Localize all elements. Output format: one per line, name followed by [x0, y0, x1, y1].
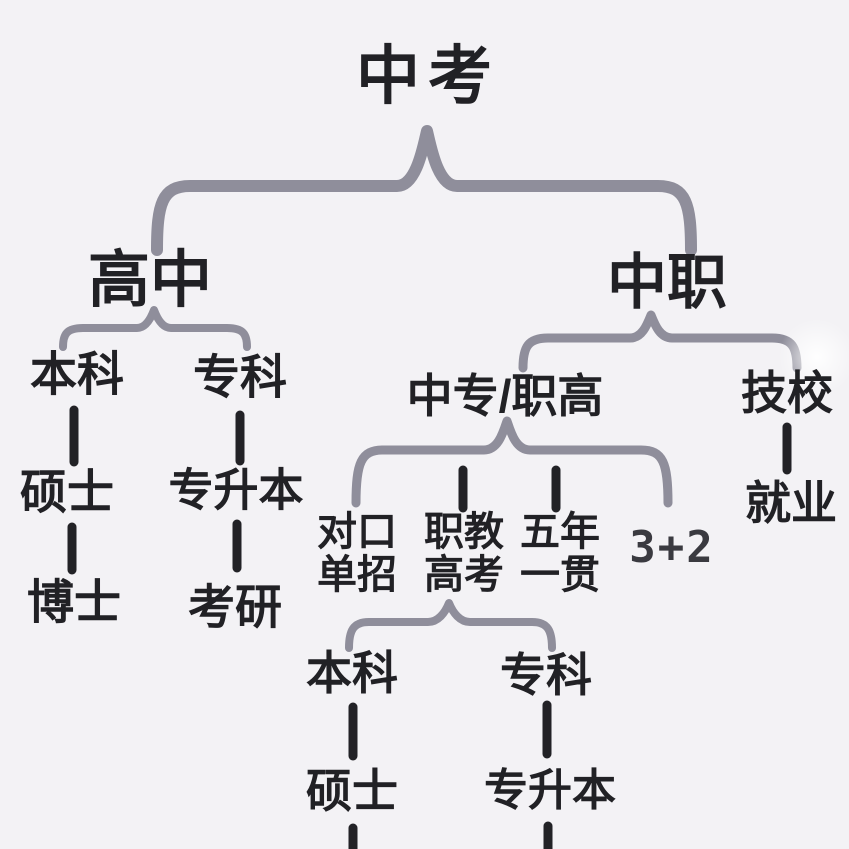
node-zhongzhi-zhuanshengben: 专升本 — [484, 766, 616, 815]
node-wunian-yiguan: 五年 一贯 — [520, 509, 600, 597]
brace-gaozhong-split — [59, 306, 251, 351]
node-gaozhong-kaoyan: 考研 — [188, 580, 282, 634]
node-gaozhong: 高中 — [87, 246, 213, 315]
brace-zhongzhuan-split — [351, 416, 673, 508]
brace-zhongkao-split — [151, 125, 697, 256]
brace-zhongzhi-split — [518, 310, 802, 373]
node-gaozhong-zhuanshengben: 专升本 — [168, 464, 304, 516]
node-gaozhong-zhuanke: 专科 — [193, 350, 287, 404]
node-zhongzhi-shuoshi: 硕士 — [306, 765, 398, 817]
node-zhongzhi-zhuanke: 专科 — [500, 649, 592, 701]
node-zhijiao-gaokao: 职教 高考 — [424, 509, 504, 597]
node-gaozhong-benke: 本科 — [30, 347, 124, 401]
node-zhongzhi: 中职 — [607, 249, 727, 316]
node-three-plus-two: 3+2 — [629, 522, 715, 573]
node-wunian-yiguan-line1: 五年 — [520, 509, 600, 554]
node-duikou-danzhao: 对口 单招 — [317, 509, 397, 597]
node-jixiao: 技校 — [741, 367, 833, 419]
node-gaozhong-shuoshi: 硕士 — [20, 465, 114, 519]
node-gaozhong-boshi: 博士 — [27, 575, 121, 629]
node-jiuye: 就业 — [745, 477, 837, 529]
node-zhongkao: 中考 — [356, 40, 500, 112]
node-duikou-danzhao-line1: 对口 — [317, 509, 397, 554]
node-duikou-danzhao-line2: 单招 — [317, 553, 397, 597]
node-zhongzhi-benke: 本科 — [306, 647, 398, 699]
node-wunian-yiguan-line2: 一贯 — [520, 553, 600, 597]
node-zhijiao-gaokao-line2: 高考 — [424, 553, 504, 597]
brace-zhijiao-split — [345, 599, 556, 652]
node-zhijiao-gaokao-line1: 职教 — [424, 509, 504, 554]
node-zhongzhuan-zhigao: 中专/职高 — [406, 370, 604, 422]
